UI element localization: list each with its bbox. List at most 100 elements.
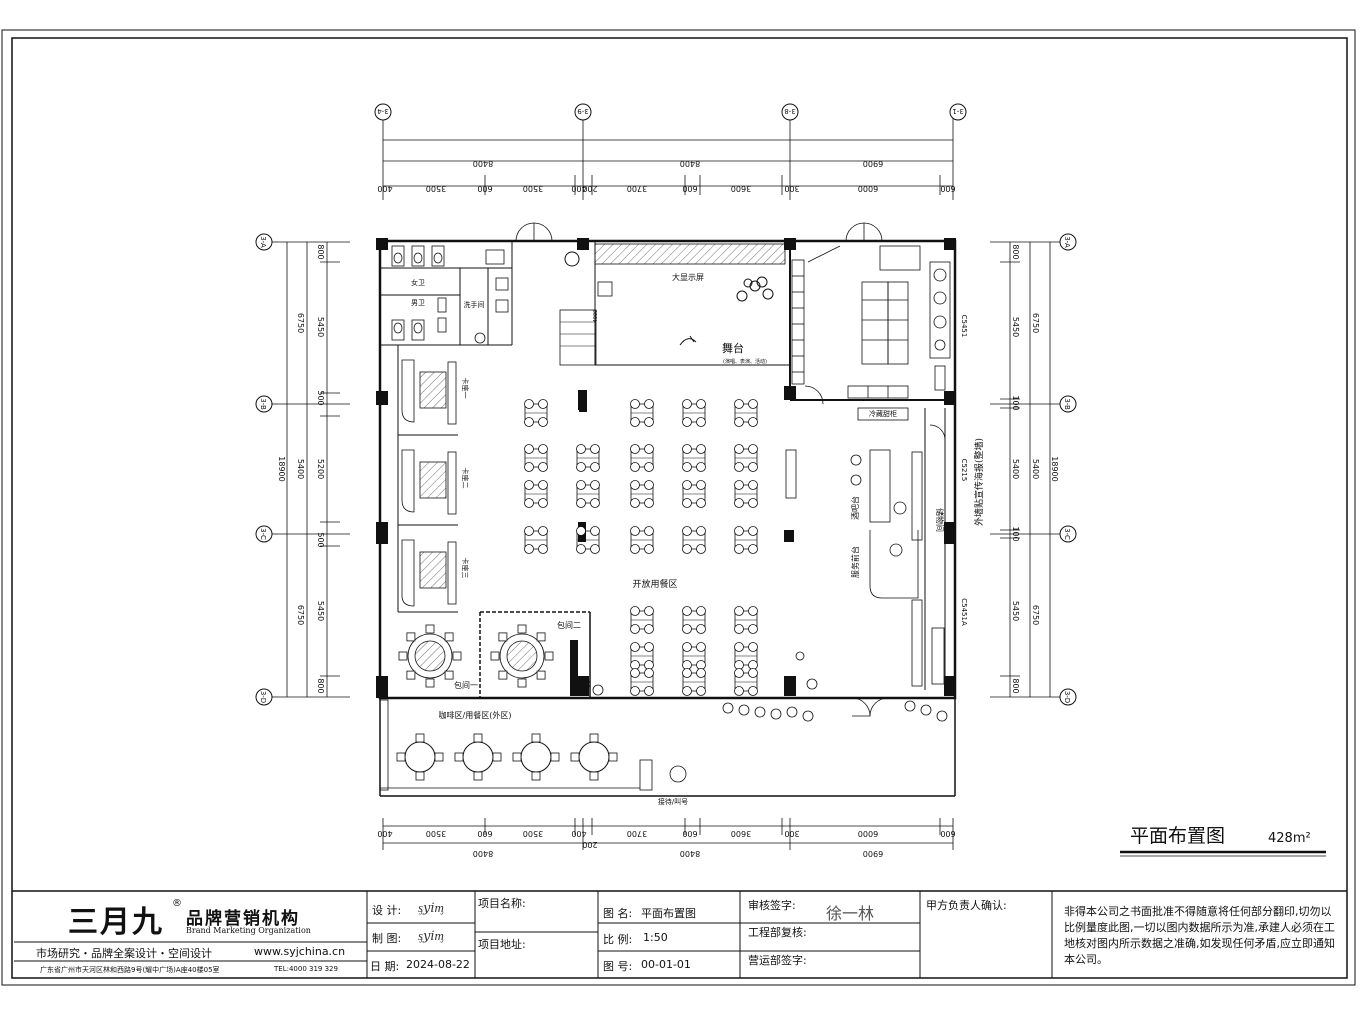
chair xyxy=(444,670,454,680)
dim-top-total-3: 6900 xyxy=(863,159,883,168)
dim-bot-part-7: 3700 xyxy=(627,829,647,838)
date-label: 日 期: xyxy=(370,960,400,973)
private-1-label: 包间一 xyxy=(454,680,478,690)
dim-right-part-1: 800 xyxy=(1011,244,1020,259)
dim-top-total-1: 8400 xyxy=(473,159,493,168)
dim-left-part-6: 5450 xyxy=(316,601,325,621)
kitchen-equipment xyxy=(791,245,951,399)
chair xyxy=(536,670,546,680)
dining-table xyxy=(734,399,758,427)
dim-right-part-4: 5400 xyxy=(1011,459,1020,479)
dim-bot-part-5: 400 xyxy=(571,829,586,838)
dim-bot-part-9: 3600 xyxy=(731,829,751,838)
dining-table xyxy=(524,444,548,472)
top-dimension-text: 8400 8400 6900 400 3500 600 3500 400 200… xyxy=(377,159,955,193)
service-label: 服务前台 xyxy=(850,546,860,578)
left-axis-bubbles: 3-A 3-B 3-C 3-D xyxy=(255,233,273,706)
dim-left-part-2: 5450 xyxy=(316,317,325,337)
dim-right-total-3: 6750 xyxy=(1031,605,1040,625)
axis-label-left-3: 3-C xyxy=(259,528,267,540)
dining-table xyxy=(630,526,654,554)
male-wc-label: 男卫 xyxy=(411,299,425,307)
org-name: 品牌营销机构 xyxy=(186,909,300,929)
chair xyxy=(444,632,454,642)
chair xyxy=(517,624,527,634)
left-dimension-text: 18900 6750 5400 6750 800 5450 500 5200 5… xyxy=(277,244,325,693)
dining-table xyxy=(576,444,600,472)
c5215-label: C5215 xyxy=(960,459,968,482)
brand-registered-mark: ® xyxy=(172,898,182,909)
design-signature: ᶊyiᶆ xyxy=(418,901,444,916)
dim-left-part-3: 500 xyxy=(316,390,325,405)
c5451a-label: C5451A xyxy=(960,598,968,626)
private-room-divider xyxy=(570,640,578,696)
structural-columns xyxy=(376,238,956,698)
chair xyxy=(498,632,508,642)
dining-table xyxy=(682,444,706,472)
dim-bot-part-11: 6000 xyxy=(858,829,878,838)
dining-table xyxy=(576,526,600,554)
dim-bot-total-1: 8400 xyxy=(473,849,493,858)
cold-dessert-label: 冷藏甜柜 xyxy=(869,409,897,418)
dim-bot-part-1: 400 xyxy=(377,829,392,838)
axis-label-top-4: 3-1 xyxy=(952,107,963,115)
axis-label-top-3: 3-8 xyxy=(784,107,795,115)
dining-table xyxy=(682,668,706,696)
project-address-label: 项目地址: xyxy=(478,938,526,951)
plants xyxy=(581,651,948,722)
booth-1-label: 卡座一 xyxy=(461,378,470,399)
draw-signature: ᶊyiᶆ xyxy=(418,929,444,944)
design-label: 设 计: xyxy=(372,904,402,917)
bottom-dimension-text: 400 3500 600 3500 400 200 3700 600 3600 … xyxy=(377,829,955,858)
dining-table xyxy=(524,399,548,427)
bottom-dimensions xyxy=(382,818,954,850)
dim-top-total-2: 8400 xyxy=(680,159,700,168)
drawing-title: 平面布置图 xyxy=(1130,825,1225,847)
booth-2-label: 卡座二 xyxy=(461,468,470,489)
axis-label-right-4: 3-D xyxy=(1063,691,1071,703)
dining-table xyxy=(682,399,706,427)
axis-label-right-2: 3-B xyxy=(1063,398,1071,410)
dim-right-part-7: 800 xyxy=(1011,678,1020,693)
dining-table xyxy=(576,480,600,508)
chair xyxy=(406,632,416,642)
dim-bot-part-12: 600 xyxy=(940,829,955,838)
dim-right-part-3: 100 xyxy=(1011,395,1020,410)
axis-label-left-4: 3-D xyxy=(259,691,267,703)
outer-border xyxy=(1,29,1356,986)
pillar-block xyxy=(579,390,587,412)
female-wc-label: 女卫 xyxy=(411,278,425,287)
dim-left-part-4: 5200 xyxy=(316,459,325,479)
axis-label-top-1: 3-4 xyxy=(377,107,389,115)
dim-bot-total-2: 8400 xyxy=(680,849,700,858)
dining-table xyxy=(524,480,548,508)
right-axis-bubbles: 3-A 3-B 3-C 3-D xyxy=(1059,233,1077,706)
dim-left-part-7: 800 xyxy=(316,678,325,693)
c5451-label: C5451 xyxy=(960,315,968,338)
engineering-label: 工程部复核: xyxy=(748,926,807,939)
dim-top-part-1: 400 xyxy=(377,184,392,193)
right-dimensions xyxy=(990,241,1060,698)
outdoor-area xyxy=(379,699,687,791)
brand-logo: 三月九 xyxy=(68,905,164,940)
top-axis-bubbles: 3-4 3-9 3-8 3-1 xyxy=(374,103,967,121)
chair xyxy=(425,678,435,688)
stage-area xyxy=(559,243,786,366)
storage-label: 储物间 xyxy=(935,508,945,532)
private-room-tables xyxy=(407,633,545,679)
dim-left-total-1: 6750 xyxy=(296,313,305,333)
dim-right-grand: 18900 xyxy=(1050,456,1059,481)
org-name-en: Brand Marketing Organization xyxy=(186,926,311,935)
bar-label: 酒吧台 xyxy=(850,496,860,520)
open-dining-label: 开放用餐区 xyxy=(632,578,677,590)
dining-table xyxy=(734,444,758,472)
chair xyxy=(452,651,462,661)
draw-label: 制 图: xyxy=(372,932,402,945)
dim-bot-part-8: 600 xyxy=(682,829,697,838)
stage-label: 舞台 xyxy=(722,341,744,355)
dining-table xyxy=(734,480,758,508)
notice-text: 非得本公司之书面批准不得随意将任何部分翻印,切勿以比例量度此图,一切以图内数据所… xyxy=(1064,905,1335,966)
dim-right-part-6: 5450 xyxy=(1011,601,1020,621)
dim-bot-part-4: 3500 xyxy=(523,829,543,838)
date-value: 2024-08-22 xyxy=(406,958,470,971)
